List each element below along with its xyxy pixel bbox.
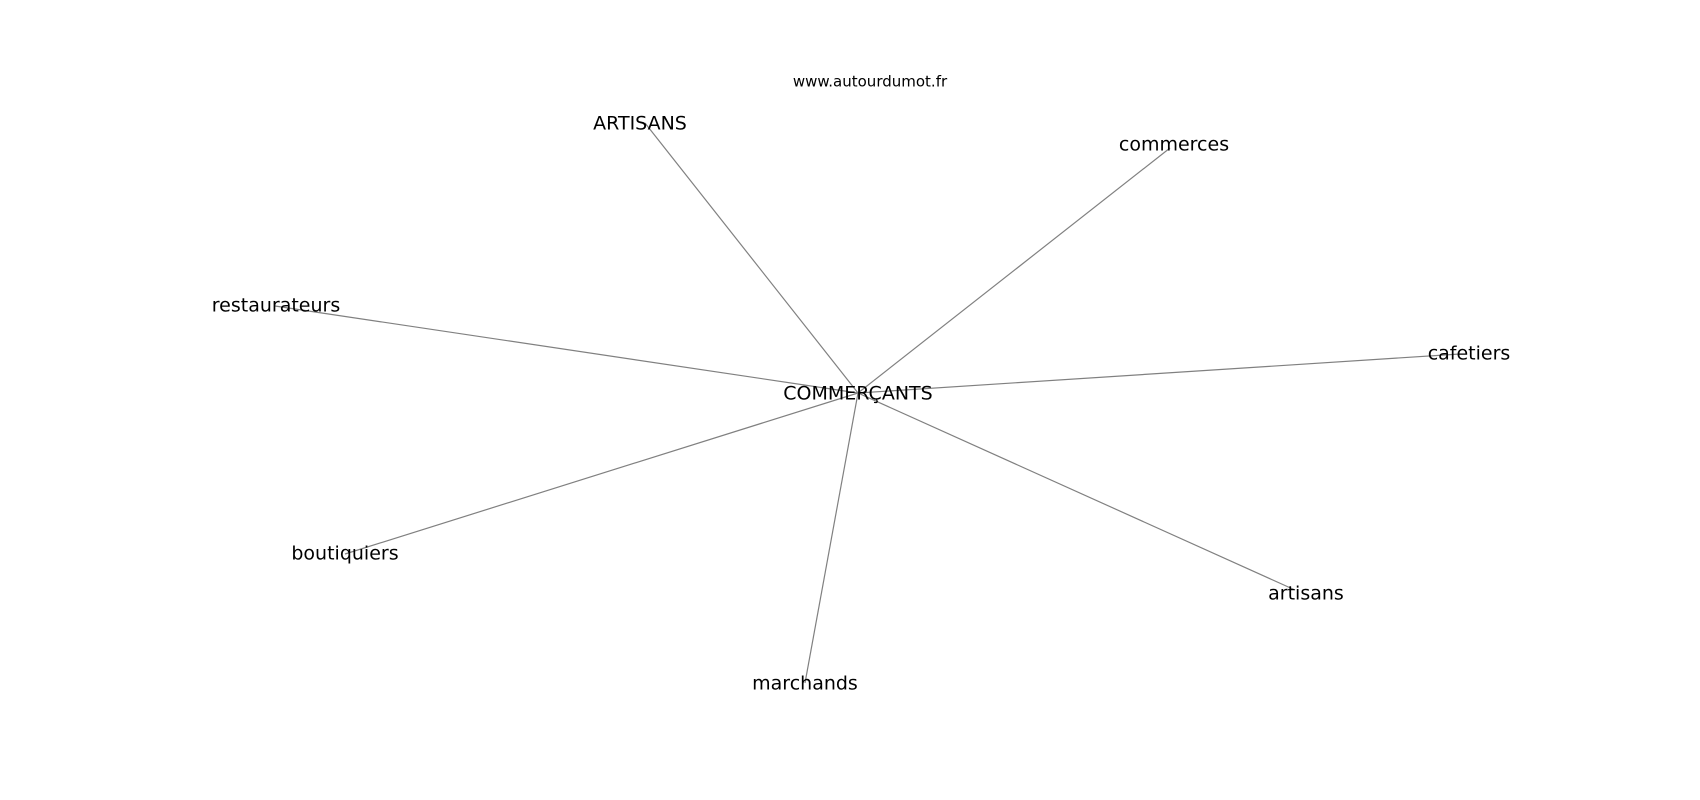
edge-artisans-caps bbox=[644, 122, 859, 394]
node-center: COMMERÇANTS bbox=[783, 383, 932, 405]
node-commerces: commerces bbox=[1119, 134, 1229, 156]
edge-layer bbox=[274, 122, 1461, 684]
node-marchands: marchands bbox=[752, 673, 858, 695]
edge-marchands bbox=[804, 392, 859, 684]
node-artisans-caps: ARTISANS bbox=[593, 113, 687, 135]
node-restaurateurs: restaurateurs bbox=[212, 295, 340, 317]
edge-artisans bbox=[857, 392, 1296, 591]
label-layer: www.autourdumot.fr COMMERÇANTS ARTISANS … bbox=[212, 73, 1511, 695]
edge-cafetiers bbox=[857, 353, 1461, 394]
watermark-text: www.autourdumot.fr bbox=[793, 73, 948, 91]
node-artisans: artisans bbox=[1268, 583, 1344, 605]
node-cafetiers: cafetiers bbox=[1428, 343, 1511, 365]
edge-boutiquiers bbox=[344, 392, 859, 555]
edge-restaurateurs bbox=[274, 305, 859, 394]
node-boutiquiers: boutiquiers bbox=[291, 543, 398, 565]
edge-commerces bbox=[857, 147, 1171, 394]
